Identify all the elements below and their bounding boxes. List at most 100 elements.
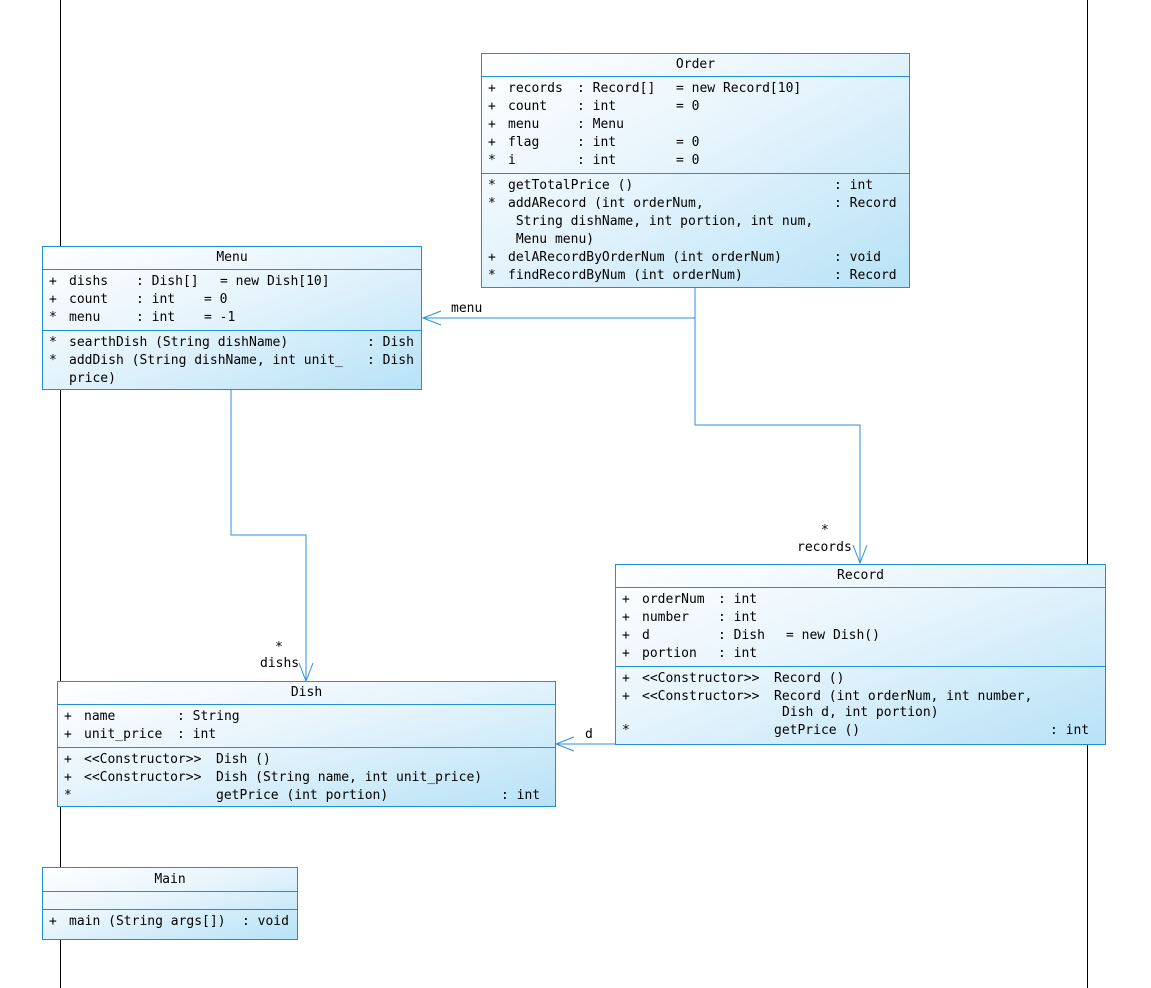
op-return: : Record xyxy=(834,196,897,211)
attr-init: = 0 xyxy=(676,99,700,114)
op-signature: addARecord (int orderNum, xyxy=(508,196,704,211)
attr-name: name xyxy=(84,709,116,724)
attr-type: : int xyxy=(718,610,758,625)
role-d-label: d xyxy=(585,727,593,742)
class-order[interactable]: Order +records: Record[]= new Record[10]… xyxy=(481,53,910,288)
lifeline-left xyxy=(60,0,61,988)
operation-row-cont: String dishName, int portion, int num, xyxy=(482,213,909,231)
attribute-row: +orderNum: int xyxy=(616,591,1105,609)
class-menu[interactable]: Menu +dishs: Dish[]= new Dish[10] +count… xyxy=(42,246,422,390)
operation-row: * getTotalPrice () : int xyxy=(482,177,909,195)
operation-row: +<<Constructor>>Record (int orderNum, in… xyxy=(616,688,1105,706)
op-signature: price) xyxy=(69,371,116,386)
attr-init: = 0 xyxy=(676,153,700,168)
op-signature: delARecordByOrderNum (int orderNum) xyxy=(508,250,782,265)
attr-init: = 0 xyxy=(676,135,700,150)
op-return: : int xyxy=(501,788,541,803)
attr-name: unit_price xyxy=(84,727,163,742)
attr-init: = new Dish() xyxy=(786,628,880,643)
attr-name: flag xyxy=(508,135,540,150)
visibility: * xyxy=(488,196,496,211)
visibility: + xyxy=(488,250,496,265)
link-order-record xyxy=(694,318,861,563)
op-return: : int xyxy=(834,178,874,193)
multiplicity-records: * xyxy=(821,523,829,538)
multiplicity-dishs: * xyxy=(275,640,283,655)
operation-row-cont: price) xyxy=(43,370,421,388)
attribute-row: +count: int= 0 xyxy=(482,98,909,116)
operation-row: *getPrice (int portion): int xyxy=(58,787,555,805)
op-signature: getPrice (int portion) xyxy=(216,788,389,803)
visibility: + xyxy=(64,752,72,767)
visibility: + xyxy=(64,770,72,785)
class-title: Dish xyxy=(58,682,555,705)
attr-type: : int xyxy=(177,727,217,742)
attr-init: = new Record[10] xyxy=(676,81,802,96)
operation-row-cont: Dish d, int portion) xyxy=(616,706,1105,722)
operation-row-cont: Menu menu) xyxy=(482,231,909,249)
visibility: * xyxy=(622,723,630,738)
visibility: + xyxy=(488,117,496,132)
op-return: : Record xyxy=(834,268,897,283)
operation-row: *addDish (String dishName, int unit_: Di… xyxy=(43,352,421,370)
op-signature: String dishName, int portion, int num, xyxy=(508,214,814,229)
arrowhead-record xyxy=(852,544,868,565)
attributes-section: +orderNum: int +number: int +d: Dish= ne… xyxy=(616,588,1105,667)
class-dish[interactable]: Dish +name: String + unit_price : int +<<C… xyxy=(57,681,556,807)
attribute-row: +name: String xyxy=(58,708,555,726)
attr-type: : int xyxy=(577,135,617,150)
class-record[interactable]: Record +orderNum: int +number: int +d: D… xyxy=(615,564,1106,745)
op-return: : Dish xyxy=(367,335,414,350)
class-title: Record xyxy=(616,565,1105,588)
attr-init: = new Dish[10] xyxy=(220,274,330,289)
attr-type: : Dish[] xyxy=(136,274,199,289)
attr-name: count xyxy=(508,99,548,114)
op-return: : Dish xyxy=(367,353,414,368)
op-signature: Dish d, int portion) xyxy=(782,705,939,720)
visibility: + xyxy=(622,610,630,625)
op-signature: findRecordByNum (int orderNum) xyxy=(508,268,743,283)
attr-type: : Record[] xyxy=(577,81,656,96)
attribute-row: *menu: int= -1 xyxy=(43,309,421,327)
operation-row: +<<Constructor>>Dish () xyxy=(58,751,555,769)
operations-section: *searthDish (String dishName): Dish *add… xyxy=(43,331,421,391)
attr-type: : int xyxy=(577,153,617,168)
visibility: + xyxy=(622,689,630,704)
op-return: : void xyxy=(242,914,289,929)
attr-name: d xyxy=(642,628,650,643)
visibility: * xyxy=(488,153,496,168)
attribute-row: +records: Record[]= new Record[10] xyxy=(482,80,909,98)
class-title: Menu xyxy=(43,247,421,270)
visibility: + xyxy=(622,671,630,686)
attributes-section: +records: Record[]= new Record[10] +coun… xyxy=(482,77,909,174)
class-title: Main xyxy=(43,868,297,892)
op-signature: main (String args[]) xyxy=(69,914,226,929)
attribute-row: +d: Dish= new Dish() xyxy=(616,627,1105,645)
attr-name: menu xyxy=(69,310,101,325)
operations-section: +<<Constructor>>Record () +<<Constructor… xyxy=(616,667,1105,743)
op-stereotype: <<Constructor>> xyxy=(642,671,760,686)
attribute-row: +dishs: Dish[]= new Dish[10] xyxy=(43,273,421,291)
attribute-row: *i: int= 0 xyxy=(482,152,909,170)
visibility: * xyxy=(488,178,496,193)
attr-type: : Menu xyxy=(577,117,624,132)
visibility: + xyxy=(49,292,57,307)
link-menu-dish xyxy=(230,390,307,681)
op-signature: searthDish (String dishName) xyxy=(69,335,289,350)
role-dishs-label: dishs xyxy=(260,656,300,671)
op-signature: getTotalPrice () xyxy=(508,178,634,193)
visibility: + xyxy=(49,914,57,929)
op-return: : int xyxy=(1050,723,1090,738)
attr-type: : int xyxy=(577,99,617,114)
attr-type: : Dish xyxy=(718,628,765,643)
visibility: + xyxy=(64,727,72,742)
attr-type: : int xyxy=(136,310,176,325)
attr-name: count xyxy=(69,292,109,307)
class-main[interactable]: Main + main (String args[]) : void xyxy=(42,867,298,940)
arrowhead-menu xyxy=(421,310,442,326)
attr-name: portion xyxy=(642,646,697,661)
attributes-section xyxy=(43,892,297,910)
operations-section: + main (String args[]) : void xyxy=(43,910,297,934)
attr-type: : int xyxy=(136,292,176,307)
